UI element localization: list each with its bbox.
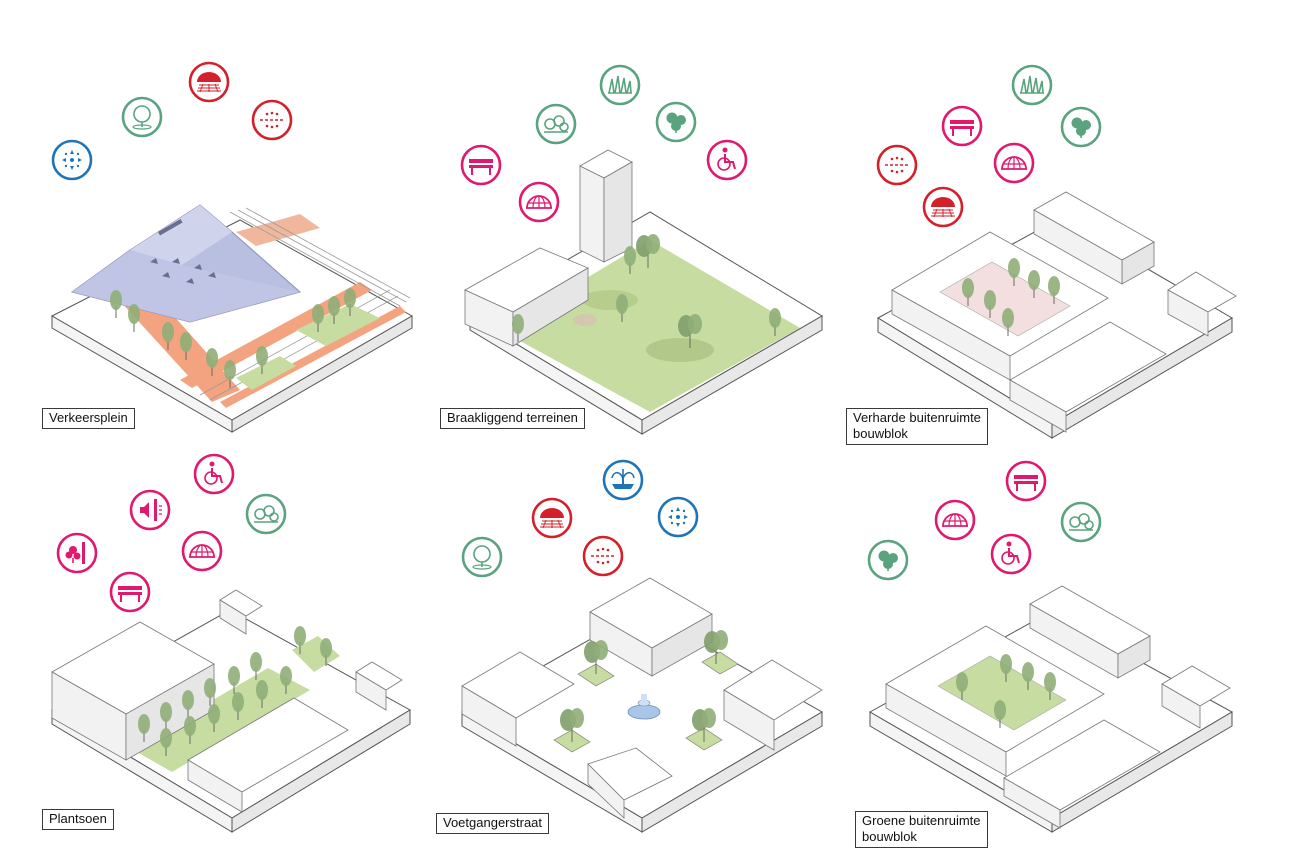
tree-icon (121, 96, 163, 138)
bench-icon (941, 105, 983, 147)
wheelchair-icon (193, 453, 235, 495)
wheelchair-icon (990, 533, 1032, 575)
cooling-mist-icon (876, 144, 918, 186)
building (1009, 191, 1237, 433)
cooling-mist-icon (582, 535, 624, 577)
base-platform (50, 219, 414, 433)
bench-icon (109, 571, 151, 613)
scheme-verkeersplein (50, 204, 414, 433)
trees-icon (867, 539, 909, 581)
play-dome-icon (993, 142, 1035, 184)
scheme-verharde (877, 191, 1237, 439)
cooling-mist-icon (251, 99, 293, 141)
grass-icon (1011, 64, 1053, 106)
shrubs-icon (245, 493, 287, 535)
trees-icon (655, 101, 697, 143)
play-dome-icon (181, 530, 223, 572)
label-braakliggend: Braakliggend terreinen (440, 408, 585, 429)
noise-wall-icon (129, 489, 171, 531)
play-dome-icon (518, 181, 560, 223)
bench-icon (460, 144, 502, 186)
scheme-voetgangerstraat (461, 577, 823, 833)
icon-layer (51, 61, 1102, 613)
building (1003, 585, 1231, 829)
scheme-plantsoen (51, 589, 411, 833)
water-drops-icon (51, 139, 93, 181)
label-verharde: Verharde buitenruimte bouwblok (846, 408, 988, 445)
shade-canopy-icon (531, 497, 573, 539)
platform-green (236, 304, 380, 390)
label-verkeersplein: Verkeersplein (42, 408, 135, 429)
perimeter-block (885, 625, 1105, 777)
fountain (627, 694, 661, 720)
perimeter-block (891, 231, 1109, 381)
station-roof (70, 204, 302, 323)
fountain-icon (602, 459, 644, 501)
building (461, 577, 823, 819)
grass-icon (599, 64, 641, 106)
label-voetgangerstraat: Voetgangerstraat (436, 813, 550, 834)
tree-icon (461, 536, 503, 578)
label-plantsoen: Plantsoen (42, 809, 114, 830)
shade-canopy-icon (922, 186, 964, 228)
bench-icon (1005, 460, 1047, 502)
building (464, 247, 589, 347)
shade-canopy-icon (188, 61, 230, 103)
scheme-groene (868, 585, 1234, 833)
trees-icon (1060, 106, 1102, 148)
play-dome-icon (934, 499, 976, 541)
shrubs-icon (535, 103, 577, 145)
tower (579, 149, 633, 263)
scheme-braakliggend (464, 149, 823, 435)
shrubs-icon (1060, 501, 1102, 543)
water-drops-icon (657, 496, 699, 538)
wheelchair-icon (706, 139, 748, 181)
label-groene: Groene buitenruimte bouwblok (855, 811, 988, 848)
flower-bin-icon (56, 532, 98, 574)
